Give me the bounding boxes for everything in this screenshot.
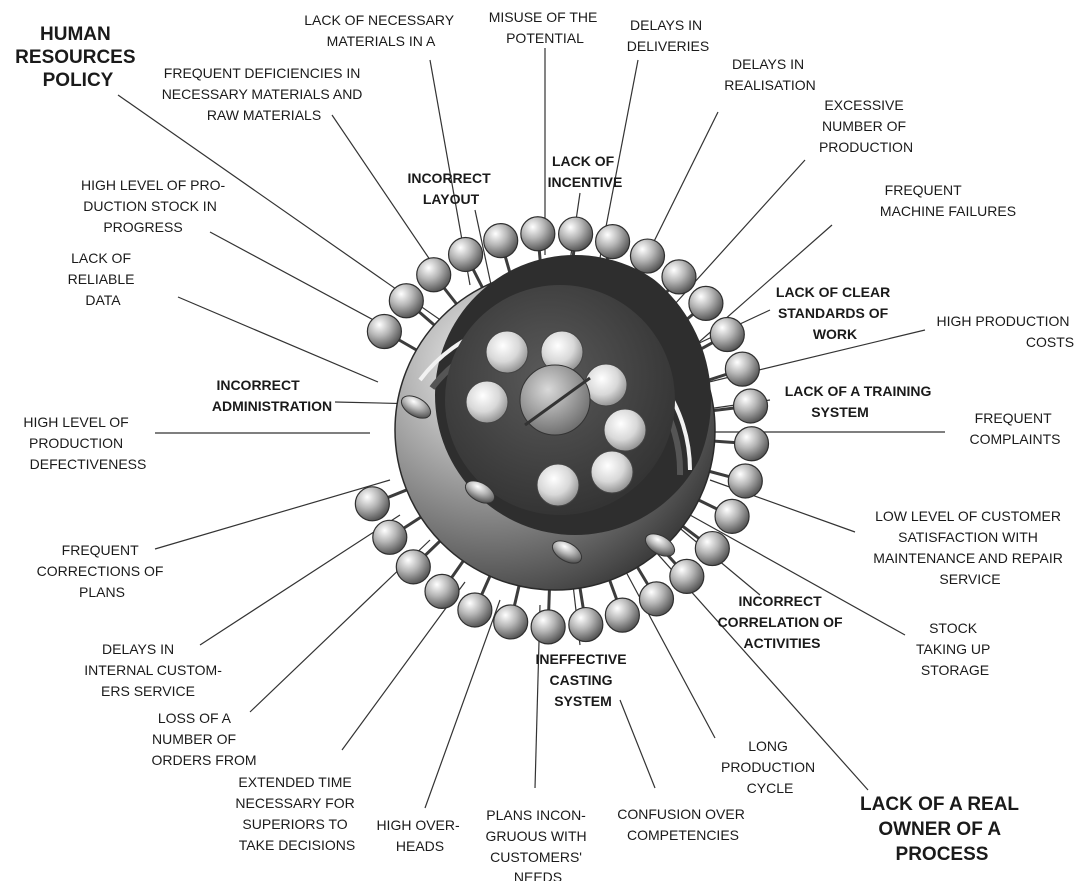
spike-ball <box>725 352 759 386</box>
label-delays-in-realisation: DELAYS IN REALISATION <box>724 56 816 93</box>
spike-ball <box>396 550 430 584</box>
spike-ball <box>710 317 744 351</box>
label-frequent-deficiencies: FREQUENT DEFICIENCIES IN NECESSARY MATER… <box>162 65 367 123</box>
spike-ball <box>425 574 459 608</box>
spike-ball <box>715 499 749 533</box>
virus-body <box>355 217 768 644</box>
spike-ball <box>559 217 593 251</box>
spike-ball <box>596 225 630 259</box>
label-incorrect-layout: INCORRECT LAYOUT <box>407 170 494 207</box>
inner-sphere <box>486 331 528 373</box>
spike-ball <box>735 427 769 461</box>
label-lack-of-incentive: LACK OF INCENTIVE <box>548 153 623 190</box>
inner-sphere <box>585 364 627 406</box>
leader-reliable-data <box>178 297 378 382</box>
spike-ball <box>355 487 389 521</box>
inner-sphere <box>537 464 579 506</box>
virus-core <box>520 365 590 435</box>
label-excessive-number: EXCESSIVE NUMBER OF PRODUCTION <box>819 97 913 155</box>
spike-ball <box>389 284 423 318</box>
inner-sphere <box>591 451 633 493</box>
label-defectiveness: HIGH LEVEL OF PRODUCTION DEFECTIVENESS <box>23 414 146 472</box>
label-high-overheads: HIGH OVER- HEADS <box>376 817 463 854</box>
label-frequent-complaints: FREQUENT COMPLAINTS <box>969 410 1060 447</box>
spike-ball <box>734 389 768 423</box>
spike-ball <box>373 520 407 554</box>
label-human-resources-policy: HUMAN RESOURCES POLICY <box>15 24 141 91</box>
label-extended-time: EXTENDED TIME NECESSARY FOR SUPERIORS TO… <box>235 774 358 853</box>
label-machine-failures: FREQUENT MACHINE FAILURES <box>880 182 1016 219</box>
label-corrections-of-plans: FREQUENT CORRECTIONS OF PLANS <box>37 542 168 600</box>
spike-ball <box>695 532 729 566</box>
label-reliable-data: LACK OF RELIABLE DATA <box>68 250 139 308</box>
label-training-system: LACK OF A TRAINING SYSTEM <box>785 383 936 420</box>
label-internal-customers-service: DELAYS IN INTERNAL CUSTOM- ERS SERVICE <box>84 641 226 699</box>
label-plans-incongruous: PLANS INCON- GRUOUS WITH CUSTOMERS' NEED… <box>486 807 591 881</box>
label-incorrect-administration: INCORRECT ADMINISTRATION <box>212 377 332 414</box>
label-confusion-over-competencies: CONFUSION OVER COMPETENCIES <box>617 806 748 843</box>
spike-ball <box>367 315 401 349</box>
spike-ball <box>417 258 451 292</box>
label-misuse-of-potential: MISUSE OF THE POTENTIAL <box>489 9 602 46</box>
leader-corrections-plans <box>155 480 390 549</box>
leader-confusion <box>620 700 655 788</box>
spike-ball <box>605 598 639 632</box>
label-customer-satisfaction: LOW LEVEL OF CUSTOMER SATISFACTION WITH … <box>873 508 1066 587</box>
spike-ball <box>569 608 603 642</box>
spike-ball <box>449 237 483 271</box>
spike-ball <box>670 559 704 593</box>
label-loss-of-orders: LOSS OF A NUMBER OF ORDERS FROM <box>152 710 257 768</box>
label-delays-in-deliveries: DELAYS IN DELIVERIES <box>627 17 709 54</box>
label-long-production-cycle: LONG PRODUCTION CYCLE <box>721 738 819 796</box>
spike-ball <box>630 239 664 273</box>
spike-ball <box>662 260 696 294</box>
spike-ball <box>458 593 492 627</box>
leader-internal-service <box>200 515 400 645</box>
inner-sphere <box>466 381 508 423</box>
spike-ball <box>639 582 673 616</box>
label-lack-of-real-owner: LACK OF A REAL OWNER OF A PROCESS <box>860 794 1024 865</box>
label-production-stock: HIGH LEVEL OF PRO- DUCTION STOCK IN PROG… <box>81 177 229 235</box>
spike-ball <box>521 217 555 251</box>
spike-ball <box>484 224 518 258</box>
spike-ball <box>494 605 528 639</box>
label-clear-standards: LACK OF CLEAR STANDARDS OF WORK <box>776 284 894 342</box>
leader-production-stock <box>210 232 392 330</box>
label-lack-of-necessary-materials: LACK OF NECESSARY MATERIALS IN A <box>304 12 458 49</box>
leader-overheads <box>425 600 500 808</box>
label-ineffective-casting: INEFFECTIVE CASTING SYSTEM <box>536 651 631 709</box>
label-production-costs: HIGH PRODUCTION COSTS <box>937 313 1075 350</box>
spike-ball <box>531 610 565 644</box>
inner-sphere <box>604 409 646 451</box>
label-stock-taking-up-storage: STOCK TAKING UP STORAGE <box>916 620 994 678</box>
spike-ball <box>689 286 723 320</box>
spike-ball <box>728 464 762 498</box>
